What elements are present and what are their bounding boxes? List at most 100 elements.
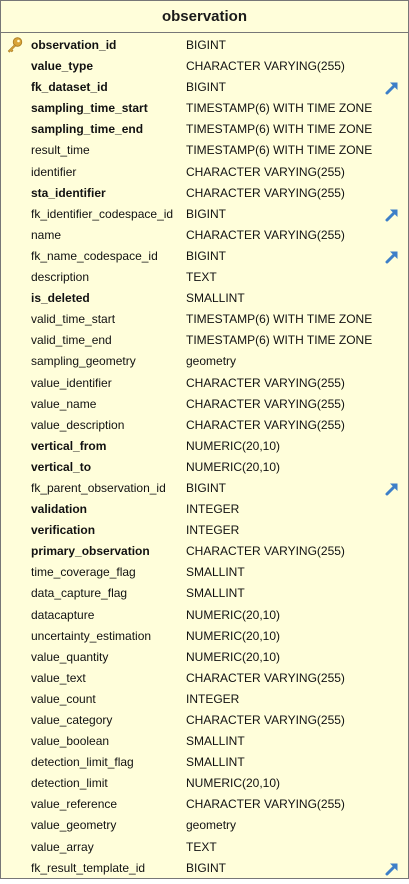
column-name: value_count xyxy=(31,691,96,706)
column-name: uncertainty_estimation xyxy=(31,628,152,643)
column-name: sta_identifier xyxy=(31,185,106,200)
table-row[interactable]: data_capture_flag SMALLINT xyxy=(1,583,408,604)
column-name: fk_name_codespace_id xyxy=(31,248,158,263)
column-type: TEXT xyxy=(186,839,217,854)
table-row[interactable]: value_geometry geometry xyxy=(1,815,408,836)
foreign-key-arrow-icon[interactable] xyxy=(384,249,400,265)
column-name: value_name xyxy=(31,396,97,411)
column-name: vertical_from xyxy=(31,438,107,453)
column-name: datacapture xyxy=(31,607,95,622)
column-name: value_category xyxy=(31,713,113,727)
column-name: fk_parent_observation_id xyxy=(31,480,166,495)
column-type: SMALLINT xyxy=(186,586,245,601)
column-name: value_geometry xyxy=(31,818,117,833)
table-row[interactable]: datacapture NUMERIC(20,10) xyxy=(1,605,408,626)
table-row[interactable]: fk_name_codespace_id BIGINT xyxy=(1,246,408,267)
table-row[interactable]: primary_observation CHARACTER VARYING(255… xyxy=(1,541,408,562)
column-type: INTEGER xyxy=(186,523,240,538)
column-name: result_time xyxy=(31,143,90,158)
column-name: is_deleted xyxy=(31,291,90,306)
column-type: CHARACTER VARYING(255) xyxy=(186,544,345,559)
column-type: NUMERIC(20,10) xyxy=(186,607,281,622)
column-type: TIMESTAMP(6) WITH TIME ZONE xyxy=(186,143,373,158)
column-type: NUMERIC(20,10) xyxy=(186,776,281,791)
column-name: detection_limit xyxy=(31,776,108,791)
table-row[interactable]: verification INTEGER xyxy=(1,520,408,541)
table-row[interactable]: vertical_from NUMERIC(20,10) xyxy=(1,436,408,457)
column-name: value_boolean xyxy=(31,734,110,749)
column-name: primary_observation xyxy=(31,544,150,559)
column-name: sampling_time_start xyxy=(31,101,148,116)
table-row[interactable]: sampling_geometry geometry xyxy=(1,351,408,372)
column-type: BIGINT xyxy=(186,248,227,263)
column-name: verification xyxy=(31,523,96,538)
column-name: sampling_geometry xyxy=(31,354,136,369)
table-row[interactable]: value_category CHARACTER VARYING(255) xyxy=(1,710,408,731)
column-type: TIMESTAMP(6) WITH TIME ZONE xyxy=(186,312,373,327)
column-type: geometry xyxy=(186,354,237,369)
table-title: observation xyxy=(1,1,408,33)
foreign-key-arrow-icon[interactable] xyxy=(384,481,400,497)
column-type: SMALLINT xyxy=(186,565,245,580)
column-type: BIGINT xyxy=(186,860,227,875)
column-type: CHARACTER VARYING(255) xyxy=(186,164,345,179)
table-row[interactable]: is_deleted SMALLINT xyxy=(1,288,408,309)
column-type: geometry xyxy=(186,818,237,833)
column-name: description xyxy=(31,270,90,285)
table-row[interactable]: value_identifier CHARACTER VARYING(255) xyxy=(1,373,408,394)
column-type: CHARACTER VARYING(255) xyxy=(186,713,345,727)
column-type: CHARACTER VARYING(255) xyxy=(186,59,345,74)
column-name: value_description xyxy=(31,417,125,432)
column-type: CHARACTER VARYING(255) xyxy=(186,375,345,390)
column-name: data_capture_flag xyxy=(31,586,128,601)
column-type: NUMERIC(20,10) xyxy=(186,438,281,453)
column-name: value_array xyxy=(31,839,94,854)
foreign-key-arrow-icon[interactable] xyxy=(384,861,400,877)
column-type: BIGINT xyxy=(186,206,227,221)
column-type: BIGINT xyxy=(186,480,227,495)
column-name: validation xyxy=(31,502,88,517)
column-name: sampling_time_end xyxy=(31,122,144,137)
column-name: valid_time_start xyxy=(31,312,116,327)
table-row[interactable]: detection_limit NUMERIC(20,10) xyxy=(1,773,408,794)
table-row[interactable]: result_time TIMESTAMP(6) WITH TIME ZONE xyxy=(1,140,408,161)
foreign-key-arrow-icon[interactable] xyxy=(384,80,400,96)
column-name: observation_id xyxy=(31,38,117,52)
column-name: value_quantity xyxy=(31,649,109,664)
column-type: NUMERIC(20,10) xyxy=(186,459,281,474)
table-row[interactable]: fk_parent_observation_id BIGINT xyxy=(1,478,408,499)
column-name: detection_limit_flag xyxy=(31,755,134,770)
column-name: fk_dataset_id xyxy=(31,80,108,95)
foreign-key-arrow-icon[interactable] xyxy=(384,207,400,223)
table-row[interactable]: value_array TEXT xyxy=(1,837,408,858)
column-type: CHARACTER VARYING(255) xyxy=(186,227,345,242)
column-type: SMALLINT xyxy=(186,291,245,306)
table-row[interactable]: valid_time_start TIMESTAMP(6) WITH TIME Z… xyxy=(1,309,408,330)
column-name: value_identifier xyxy=(31,375,112,390)
